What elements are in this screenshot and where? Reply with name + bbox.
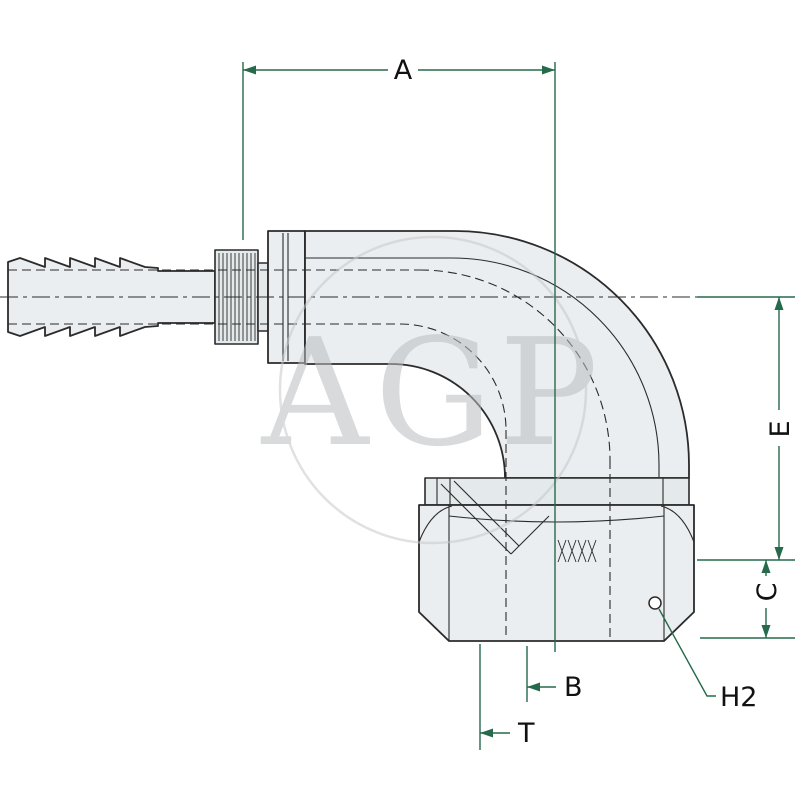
dim-b-arrow	[527, 682, 540, 692]
dim-b-label: B	[564, 672, 583, 703]
dim-a-arrow-left	[243, 65, 256, 75]
dim-c: C	[700, 560, 795, 639]
h2-leader-line	[658, 608, 716, 697]
dim-e-arrow-top	[774, 297, 784, 310]
dimension-annotations: A E C B	[242, 55, 796, 750]
fitting-drawing	[0, 230, 798, 642]
elbow-contour-line	[305, 257, 660, 477]
dim-c-arrow-top	[761, 560, 771, 573]
bore-dashed-lower	[8, 323, 507, 638]
elbow-body	[304, 230, 690, 479]
watermark-text: AGP	[261, 307, 605, 479]
hex-nut	[418, 504, 695, 642]
cone-seat-lines	[440, 480, 550, 555]
dim-h2: H2	[658, 608, 757, 713]
dim-b: B	[526, 646, 583, 703]
nut-thread-marks	[557, 539, 597, 563]
dim-e-label: E	[765, 420, 796, 437]
dim-t: T	[479, 644, 535, 750]
bore-dashed-upper	[8, 269, 611, 638]
nut-shoulder	[424, 477, 690, 506]
dim-c-arrow-bottom	[761, 625, 771, 638]
dim-t-label: T	[517, 718, 535, 749]
dim-a: A	[242, 55, 556, 652]
dim-a-arrow-right	[542, 65, 555, 75]
dim-c-label: C	[752, 583, 783, 602]
nut-shoulder-steps	[436, 478, 664, 505]
h2-hole	[648, 596, 662, 610]
dim-h2-label: H2	[720, 682, 757, 713]
dim-a-label: A	[394, 55, 413, 86]
watermark: AGP	[261, 235, 605, 545]
dim-e: E	[697, 296, 796, 561]
dim-t-arrow	[480, 728, 493, 738]
dim-e-arrow-bottom	[774, 547, 784, 560]
watermark-circle	[278, 235, 588, 545]
